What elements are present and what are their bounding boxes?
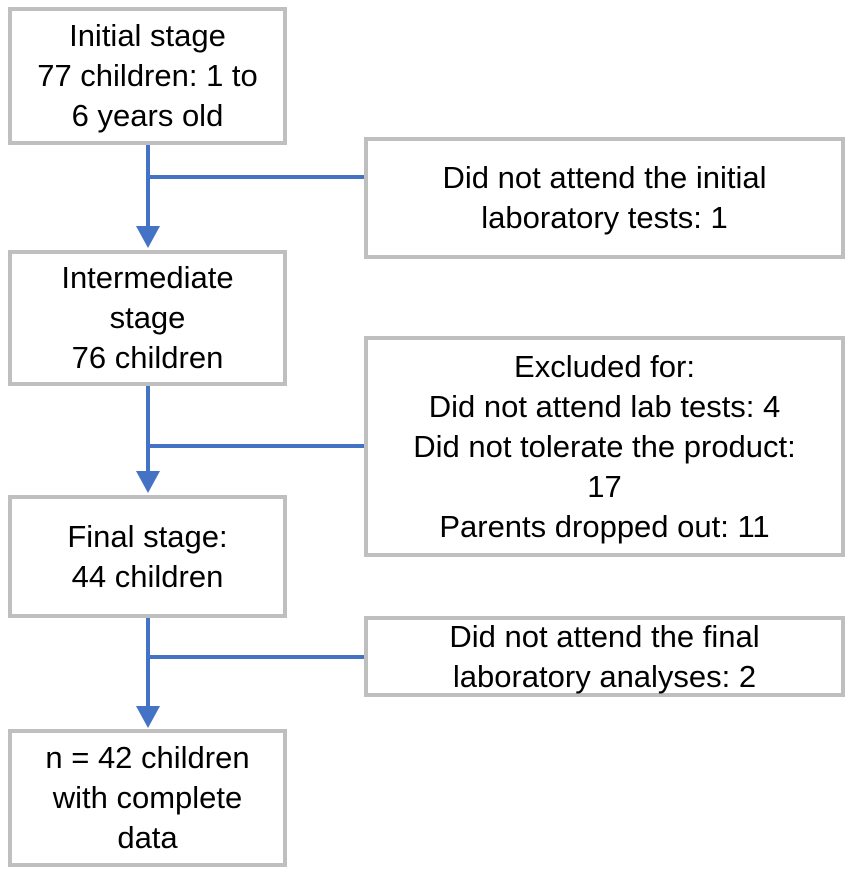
exclusion-2-line-3: Did not tolerate the product: xyxy=(413,428,796,464)
initial-stage-line-2: 77 children: 1 to xyxy=(37,58,258,93)
final-stage-line-1: Final stage: xyxy=(67,518,228,554)
initial-stage-line-1: Initial stage xyxy=(69,18,226,53)
exclusion-2-line-4: 17 xyxy=(587,468,622,504)
arrowhead-3 xyxy=(136,706,160,728)
complete-data-line-3: data xyxy=(117,820,178,855)
exclusion-box-reasons: Excluded for: Did not attend lab tests: … xyxy=(364,336,845,557)
exclusion-2-line-5: Parents dropped out: 11 xyxy=(439,508,770,544)
intermediate-stage-line-2: stage xyxy=(109,300,186,335)
intermediate-stage-line-3: 76 children xyxy=(71,340,224,375)
intermediate-stage-box: Intermediate stage 76 children xyxy=(8,250,287,386)
final-stage-line-2: 44 children xyxy=(71,558,224,594)
exclusion-3-line-2: laboratory analyses: 2 xyxy=(452,658,757,694)
arrowhead-2 xyxy=(136,471,160,493)
exclusion-1-line-2: laboratory tests: 1 xyxy=(481,200,728,235)
intermediate-stage-line-1: Intermediate xyxy=(61,260,234,295)
arrowhead-1 xyxy=(136,226,160,248)
initial-stage-line-3: 6 years old xyxy=(71,98,224,133)
exclusion-box-final-analyses: Did not attend the final laboratory anal… xyxy=(364,616,845,697)
final-stage-box: Final stage: 44 children xyxy=(8,495,287,618)
exclusion-box-initial-tests: Did not attend the initial laboratory te… xyxy=(364,137,845,259)
exclusion-1-line-1: Did not attend the initial xyxy=(442,160,767,195)
initial-stage-box: Initial stage 77 children: 1 to 6 years … xyxy=(8,7,287,145)
complete-data-box: n = 42 children with complete data xyxy=(8,729,287,867)
exclusion-2-line-1: Excluded for: xyxy=(514,348,695,384)
exclusion-2-line-2: Did not attend lab tests: 4 xyxy=(428,388,781,424)
complete-data-line-1: n = 42 children xyxy=(45,740,250,775)
complete-data-line-2: with complete xyxy=(52,780,243,815)
exclusion-3-line-1: Did not attend the final xyxy=(449,618,760,654)
